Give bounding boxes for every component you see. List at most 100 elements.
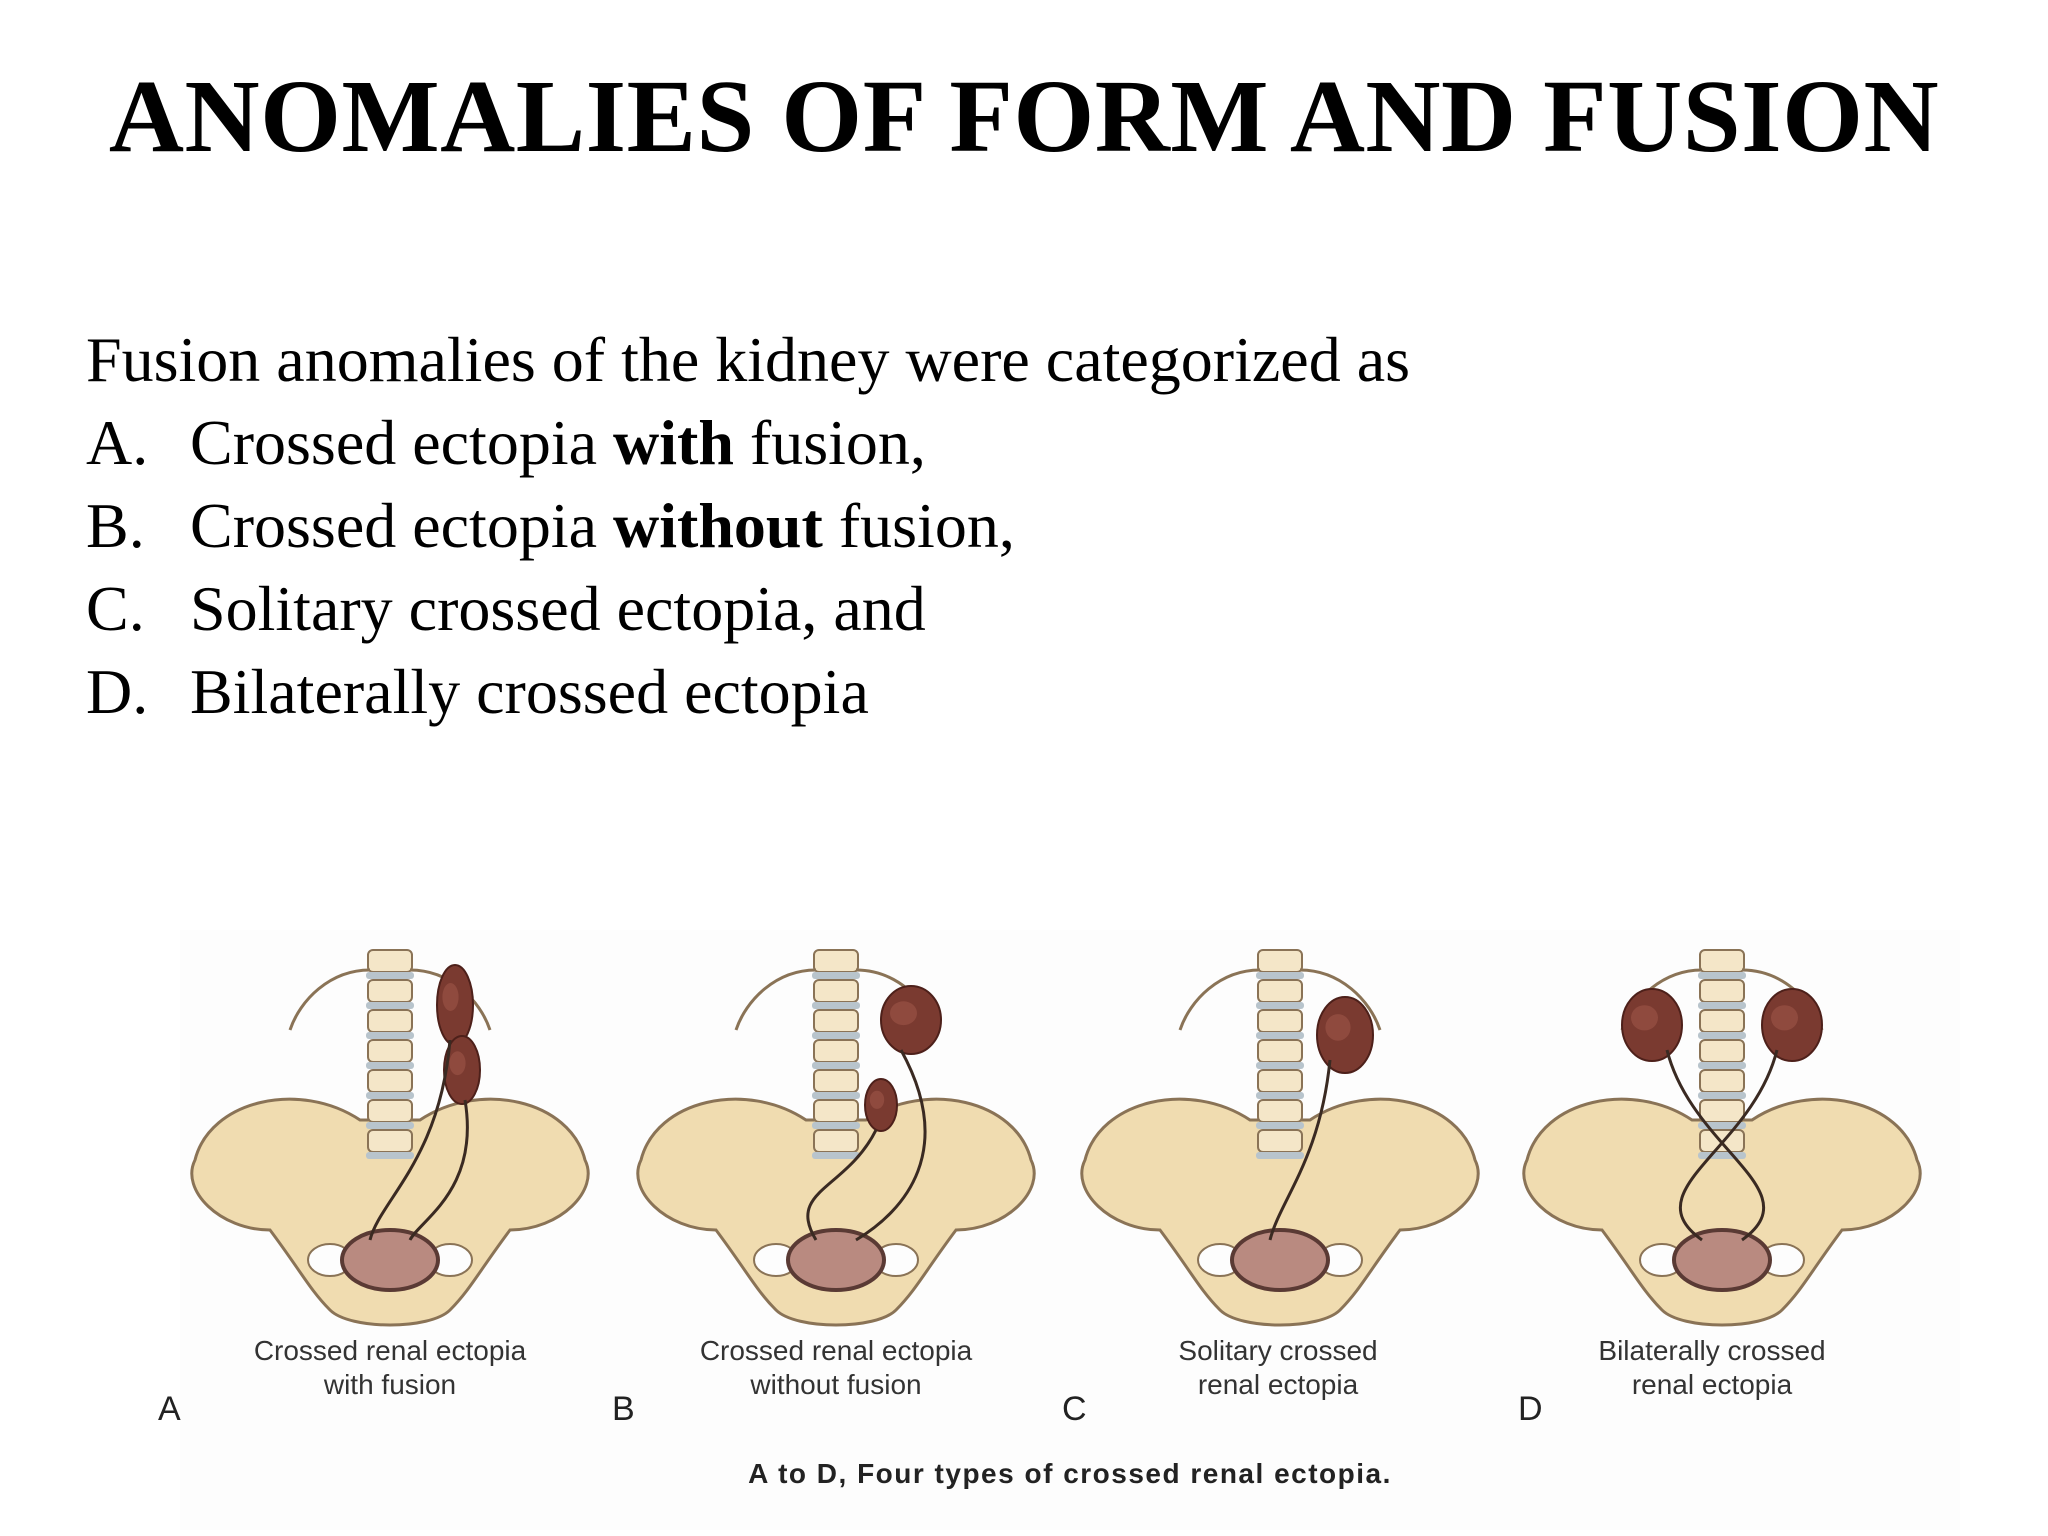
list-item-a: A. Crossed ectopia with fusion,: [86, 401, 1410, 484]
intervertebral-disc: [1698, 1092, 1746, 1099]
rib: [288, 968, 371, 1031]
list-item-letter: C.: [86, 573, 145, 644]
list-item-letter: A.: [86, 407, 149, 478]
pelvis-bone: [1522, 1097, 1922, 1327]
intervertebral-disc: [366, 1092, 414, 1099]
intervertebral-disc: [366, 1122, 414, 1129]
rib: [1178, 968, 1261, 1031]
figure-caption: A to D, Four types of crossed renal ecto…: [748, 1458, 1392, 1489]
intervertebral-disc: [366, 1032, 414, 1039]
kidney-upper-highlight: [442, 983, 459, 1011]
intervertebral-disc: [1256, 1062, 1304, 1069]
vertebra: [813, 1009, 859, 1033]
ureter: [368, 1039, 452, 1241]
intervertebral-disc: [812, 972, 860, 979]
pelvis-panel-c: [1080, 949, 1480, 1327]
vertebra: [813, 949, 859, 973]
panel-c-letter: C: [1062, 1390, 1087, 1428]
vertebra: [1257, 979, 1303, 1003]
kidney-lower-fused-highlight: [449, 1051, 466, 1076]
vertebra: [1699, 1069, 1745, 1093]
ureter: [1678, 1049, 1779, 1242]
vertebra: [1699, 949, 1745, 973]
intervertebral-disc: [1256, 972, 1304, 979]
bladder: [1672, 1228, 1772, 1292]
vertebra: [813, 1069, 859, 1093]
pelvis-bone: [190, 1097, 590, 1327]
intro-text: Fusion anomalies of the kidney were cate…: [86, 324, 1410, 395]
intervertebral-disc: [1256, 1032, 1304, 1039]
vertebra: [1257, 949, 1303, 973]
vertebra: [1257, 1099, 1303, 1123]
ureter: [855, 1049, 927, 1242]
intervertebral-disc: [812, 1152, 860, 1159]
kidney-lower-highlight: [869, 1090, 885, 1109]
bladder: [786, 1228, 886, 1292]
intervertebral-disc: [812, 1062, 860, 1069]
intervertebral-disc: [1256, 1092, 1304, 1099]
caption-line: renal ectopia: [1631, 1369, 1793, 1400]
pelvis-panel-d: [1522, 949, 1922, 1327]
intervertebral-disc: [1698, 1062, 1746, 1069]
vertebra: [813, 1039, 859, 1063]
vertebra: [367, 1039, 413, 1063]
intervertebral-disc: [366, 972, 414, 979]
vertebra: [1699, 1099, 1745, 1123]
slide-body: Fusion anomalies of the kidney were cate…: [86, 318, 1410, 733]
panel-c-caption: Solitary crossed renal ectopia: [1068, 1334, 1488, 1402]
vertebra: [1699, 1039, 1745, 1063]
pelvis-bone: [636, 1097, 1036, 1327]
ureter: [806, 1129, 878, 1241]
pelvis-illustrations: [190, 949, 1922, 1327]
rib: [734, 968, 817, 1031]
vertebra: [1699, 1009, 1745, 1033]
intervertebral-disc: [812, 1092, 860, 1099]
list-item-c: C. Solitary crossed ectopia, and: [86, 567, 1410, 650]
vertebra: [1257, 1129, 1303, 1153]
panel-a-caption: Crossed renal ectopia with fusion: [180, 1334, 600, 1402]
ureter: [1268, 1059, 1332, 1241]
panel-b-letter: B: [612, 1390, 635, 1428]
vertebra: [1257, 1009, 1303, 1033]
intervertebral-disc: [812, 1032, 860, 1039]
vertebra: [367, 979, 413, 1003]
list-item-text: Crossed ectopia with fusion,: [190, 401, 926, 484]
caption-line: without fusion: [750, 1369, 922, 1400]
panel-d-letter: D: [1518, 1390, 1543, 1428]
list-item-b: B. Crossed ectopia without fusion,: [86, 484, 1410, 567]
intervertebral-disc: [1256, 1002, 1304, 1009]
panel-b-caption: Crossed renal ectopia without fusion: [626, 1334, 1046, 1402]
caption-line: renal ectopia: [1197, 1369, 1359, 1400]
intervertebral-disc: [366, 1062, 414, 1069]
intervertebral-disc: [1256, 1122, 1304, 1129]
vertebra: [813, 1099, 859, 1123]
list-item-letter: B.: [86, 490, 145, 561]
pelvis-panel-b: [636, 949, 1036, 1327]
panel-a-letter: A: [158, 1390, 181, 1428]
vertebra: [813, 1129, 859, 1153]
ureter: [408, 1099, 469, 1241]
vertebra: [367, 1099, 413, 1123]
kidney-upper-highlight: [890, 1001, 917, 1026]
panel-d-caption: Bilaterally crossed renal ectopia: [1502, 1334, 1922, 1402]
list-item-text-part: fusion,: [733, 407, 926, 478]
ureter: [1665, 1049, 1766, 1242]
intervertebral-disc: [366, 1002, 414, 1009]
bladder: [1230, 1228, 1330, 1292]
vertebra: [367, 1009, 413, 1033]
list-item-emphasis: without: [613, 490, 823, 561]
rib: [1299, 968, 1382, 1031]
bladder: [340, 1228, 440, 1292]
kidney-left-highlight: [1631, 1005, 1658, 1031]
list-item-text-part: Crossed ectopia: [190, 407, 613, 478]
vertebra: [1257, 1039, 1303, 1063]
intervertebral-disc: [1698, 972, 1746, 979]
list-item-text-part: Crossed ectopia: [190, 490, 613, 561]
intervertebral-disc: [366, 1152, 414, 1159]
list-item-emphasis: with: [613, 407, 734, 478]
caption-line: Crossed renal ectopia: [699, 1335, 973, 1366]
intervertebral-disc: [812, 1002, 860, 1009]
vertebra: [1699, 979, 1745, 1003]
vertebra: [367, 1129, 413, 1153]
vertebra: [367, 949, 413, 973]
